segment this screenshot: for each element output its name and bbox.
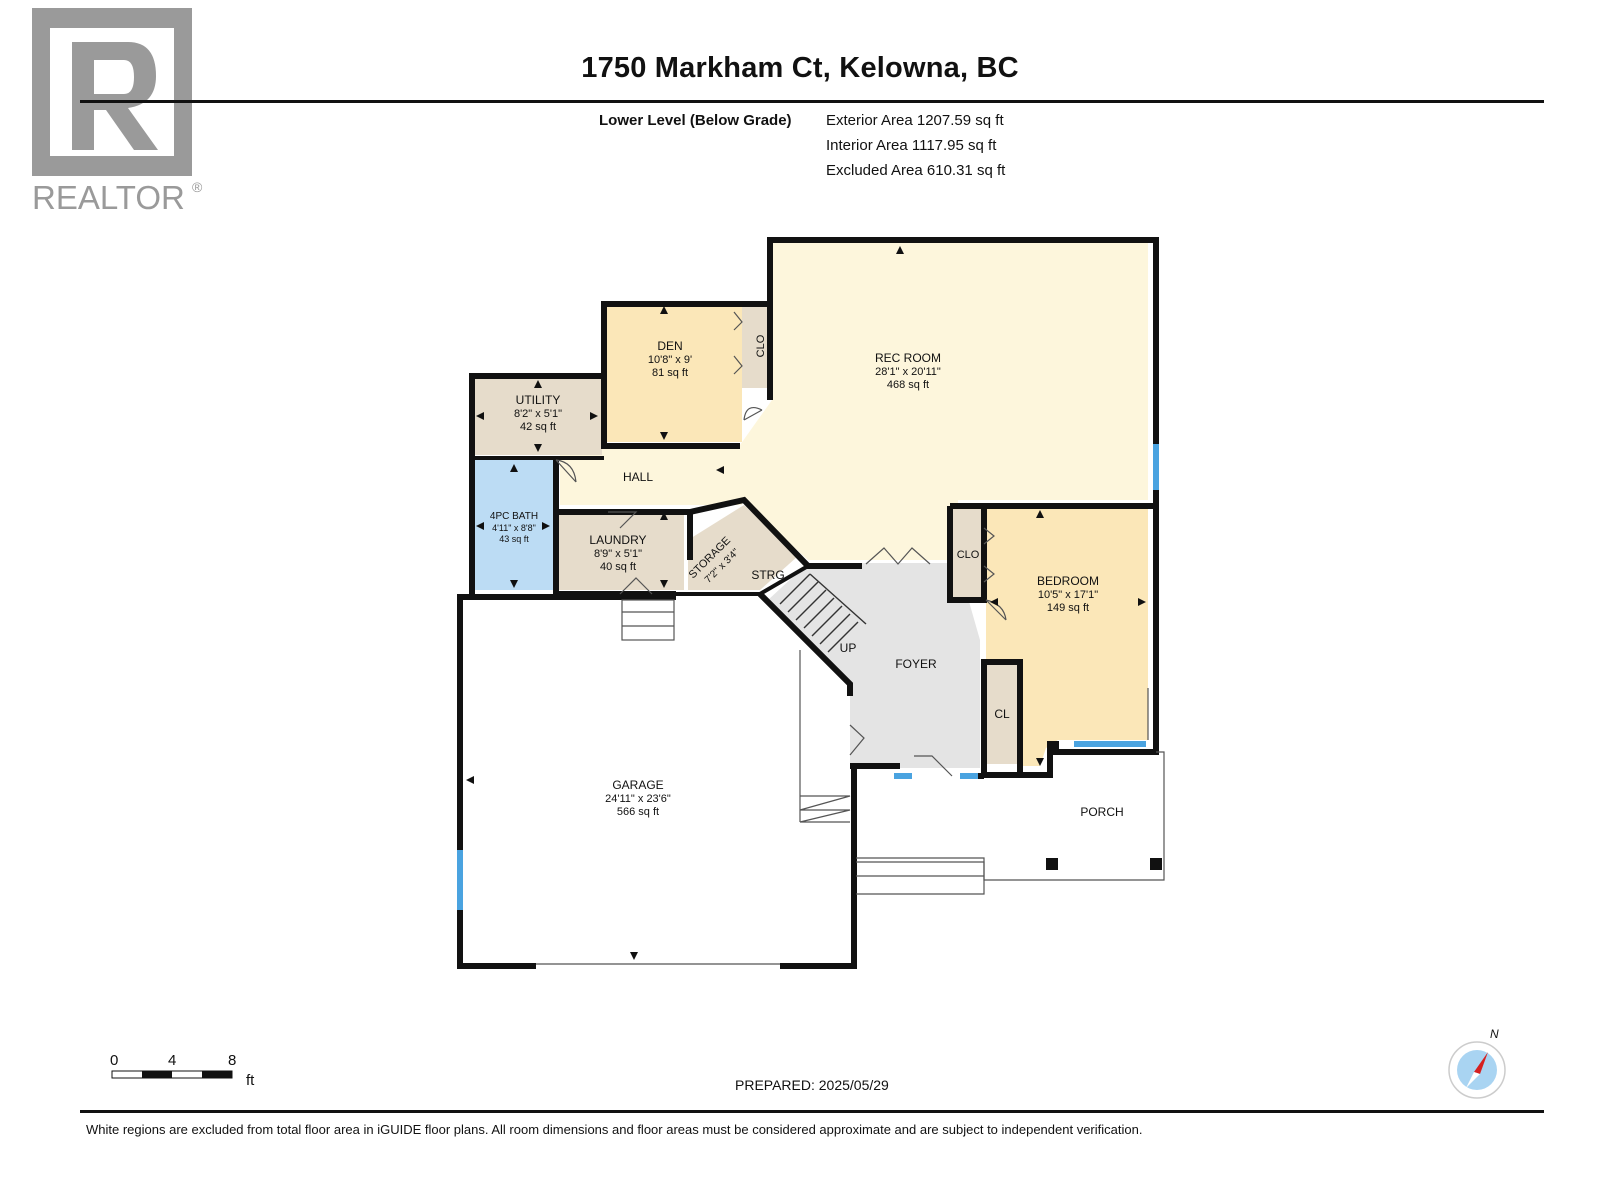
- scale-tick-4: 4: [168, 1052, 177, 1069]
- laundry-steps: [621, 599, 675, 641]
- page-title: 1750 Markham Ct, Kelowna, BC: [581, 52, 1019, 84]
- garage-right-wall: [780, 766, 857, 969]
- hall-name: HALL: [623, 470, 653, 484]
- utility-name: UTILITY: [516, 393, 561, 407]
- laundry-area: 40 sq ft: [600, 561, 636, 573]
- prepared-date: PREPARED: 2025/05/29: [735, 1077, 889, 1093]
- foyer-name: FOYER: [895, 657, 937, 671]
- bedroom-cl-fill: [986, 664, 1018, 764]
- bath-dims: 4'11" x 8'8": [492, 523, 536, 533]
- cl-name: CL: [994, 707, 1010, 721]
- bath-area: 43 sq ft: [499, 534, 529, 544]
- level-label: Lower Level (Below Grade): [599, 112, 792, 129]
- den-dims: 10'8" x 9': [648, 354, 692, 366]
- den-area: 81 sq ft: [652, 367, 688, 379]
- garage-angled-wall: [757, 591, 853, 696]
- rec-room-dims: 28'1" x 20'11": [875, 366, 941, 378]
- den-closet-name: CLO: [755, 334, 767, 357]
- scale-bar: [111, 1070, 233, 1079]
- scale-tick-8: 8: [228, 1052, 237, 1069]
- registered-mark: ®: [192, 179, 203, 195]
- bedroom-dims: 10'5" x 17'1": [1038, 589, 1098, 601]
- direction-markers: [466, 246, 1146, 960]
- laundry-name: LAUNDRY: [589, 533, 646, 547]
- exterior-area: Exterior Area 1207.59 sq ft: [826, 112, 1004, 129]
- laundry-fill: [558, 510, 684, 590]
- rec-room-wall: [767, 237, 1159, 778]
- garage-area: 566 sq ft: [617, 806, 659, 818]
- scale-tick-0: 0: [110, 1052, 119, 1069]
- porch-name: PORCH: [1080, 805, 1123, 819]
- interior-area: Interior Area 1117.95 sq ft: [826, 137, 997, 154]
- bedroom-fill: [986, 508, 1148, 766]
- stairs-up-label: UP: [840, 641, 857, 655]
- garage-steps: [799, 795, 851, 823]
- hall-fill: [560, 445, 742, 505]
- footer-rule: [80, 1110, 1544, 1113]
- foyer-fill: [768, 563, 980, 768]
- strg-name: STRG: [751, 568, 784, 582]
- utility-area: 42 sq ft: [520, 421, 556, 433]
- utility-wall: [469, 373, 604, 594]
- garage-dims: 24'11" x 23'6": [605, 793, 671, 805]
- bedroom-closet-name: CLO: [957, 549, 980, 561]
- realtor-logo: REALTOR ®: [0, 0, 220, 220]
- bedroom-closet-fill: [952, 508, 982, 598]
- door-swings: [555, 311, 1007, 777]
- laundry-dims: 8'9" x 5'1": [594, 548, 642, 560]
- excluded-area: Excluded Area 610.31 sq ft: [826, 162, 1006, 179]
- porch-post-1: [1046, 858, 1058, 870]
- porch-post-2: [1150, 858, 1162, 870]
- bath-name: 4PC BATH: [490, 511, 538, 522]
- bedroom-name: BEDROOM: [1037, 574, 1099, 588]
- realtor-logo-mark: REALTOR ®: [32, 8, 203, 216]
- windows: [457, 444, 1159, 910]
- bath-fill: [474, 460, 554, 590]
- bedroom-area: 149 sq ft: [1047, 602, 1089, 614]
- rec-room-area: 468 sq ft: [887, 379, 929, 391]
- compass-north-label: N: [1490, 1027, 1499, 1041]
- stairs: [779, 573, 867, 653]
- realtor-logo-text: REALTOR: [32, 179, 185, 216]
- compass-icon: N: [1448, 1027, 1506, 1099]
- porch-outline: [856, 751, 1165, 881]
- utility-dims: 8'2" x 5'1": [514, 408, 562, 420]
- garage-wall: [457, 594, 536, 969]
- rec-room-name: REC ROOM: [875, 351, 941, 365]
- den-fill: [606, 302, 742, 442]
- storage-wall: [689, 496, 862, 569]
- header-rule: [80, 100, 1544, 103]
- storage-fill: [688, 505, 798, 590]
- den-wall: [601, 301, 773, 449]
- footer-disclaimer: White regions are excluded from total fl…: [86, 1122, 1143, 1137]
- bedroom-closet-wall: [947, 506, 987, 603]
- utility-fill: [474, 377, 602, 455]
- bedroom-cl-wall: [981, 659, 1023, 775]
- den-name: DEN: [657, 339, 682, 353]
- scale-unit: ft: [246, 1072, 255, 1089]
- garage-name: GARAGE: [612, 778, 663, 792]
